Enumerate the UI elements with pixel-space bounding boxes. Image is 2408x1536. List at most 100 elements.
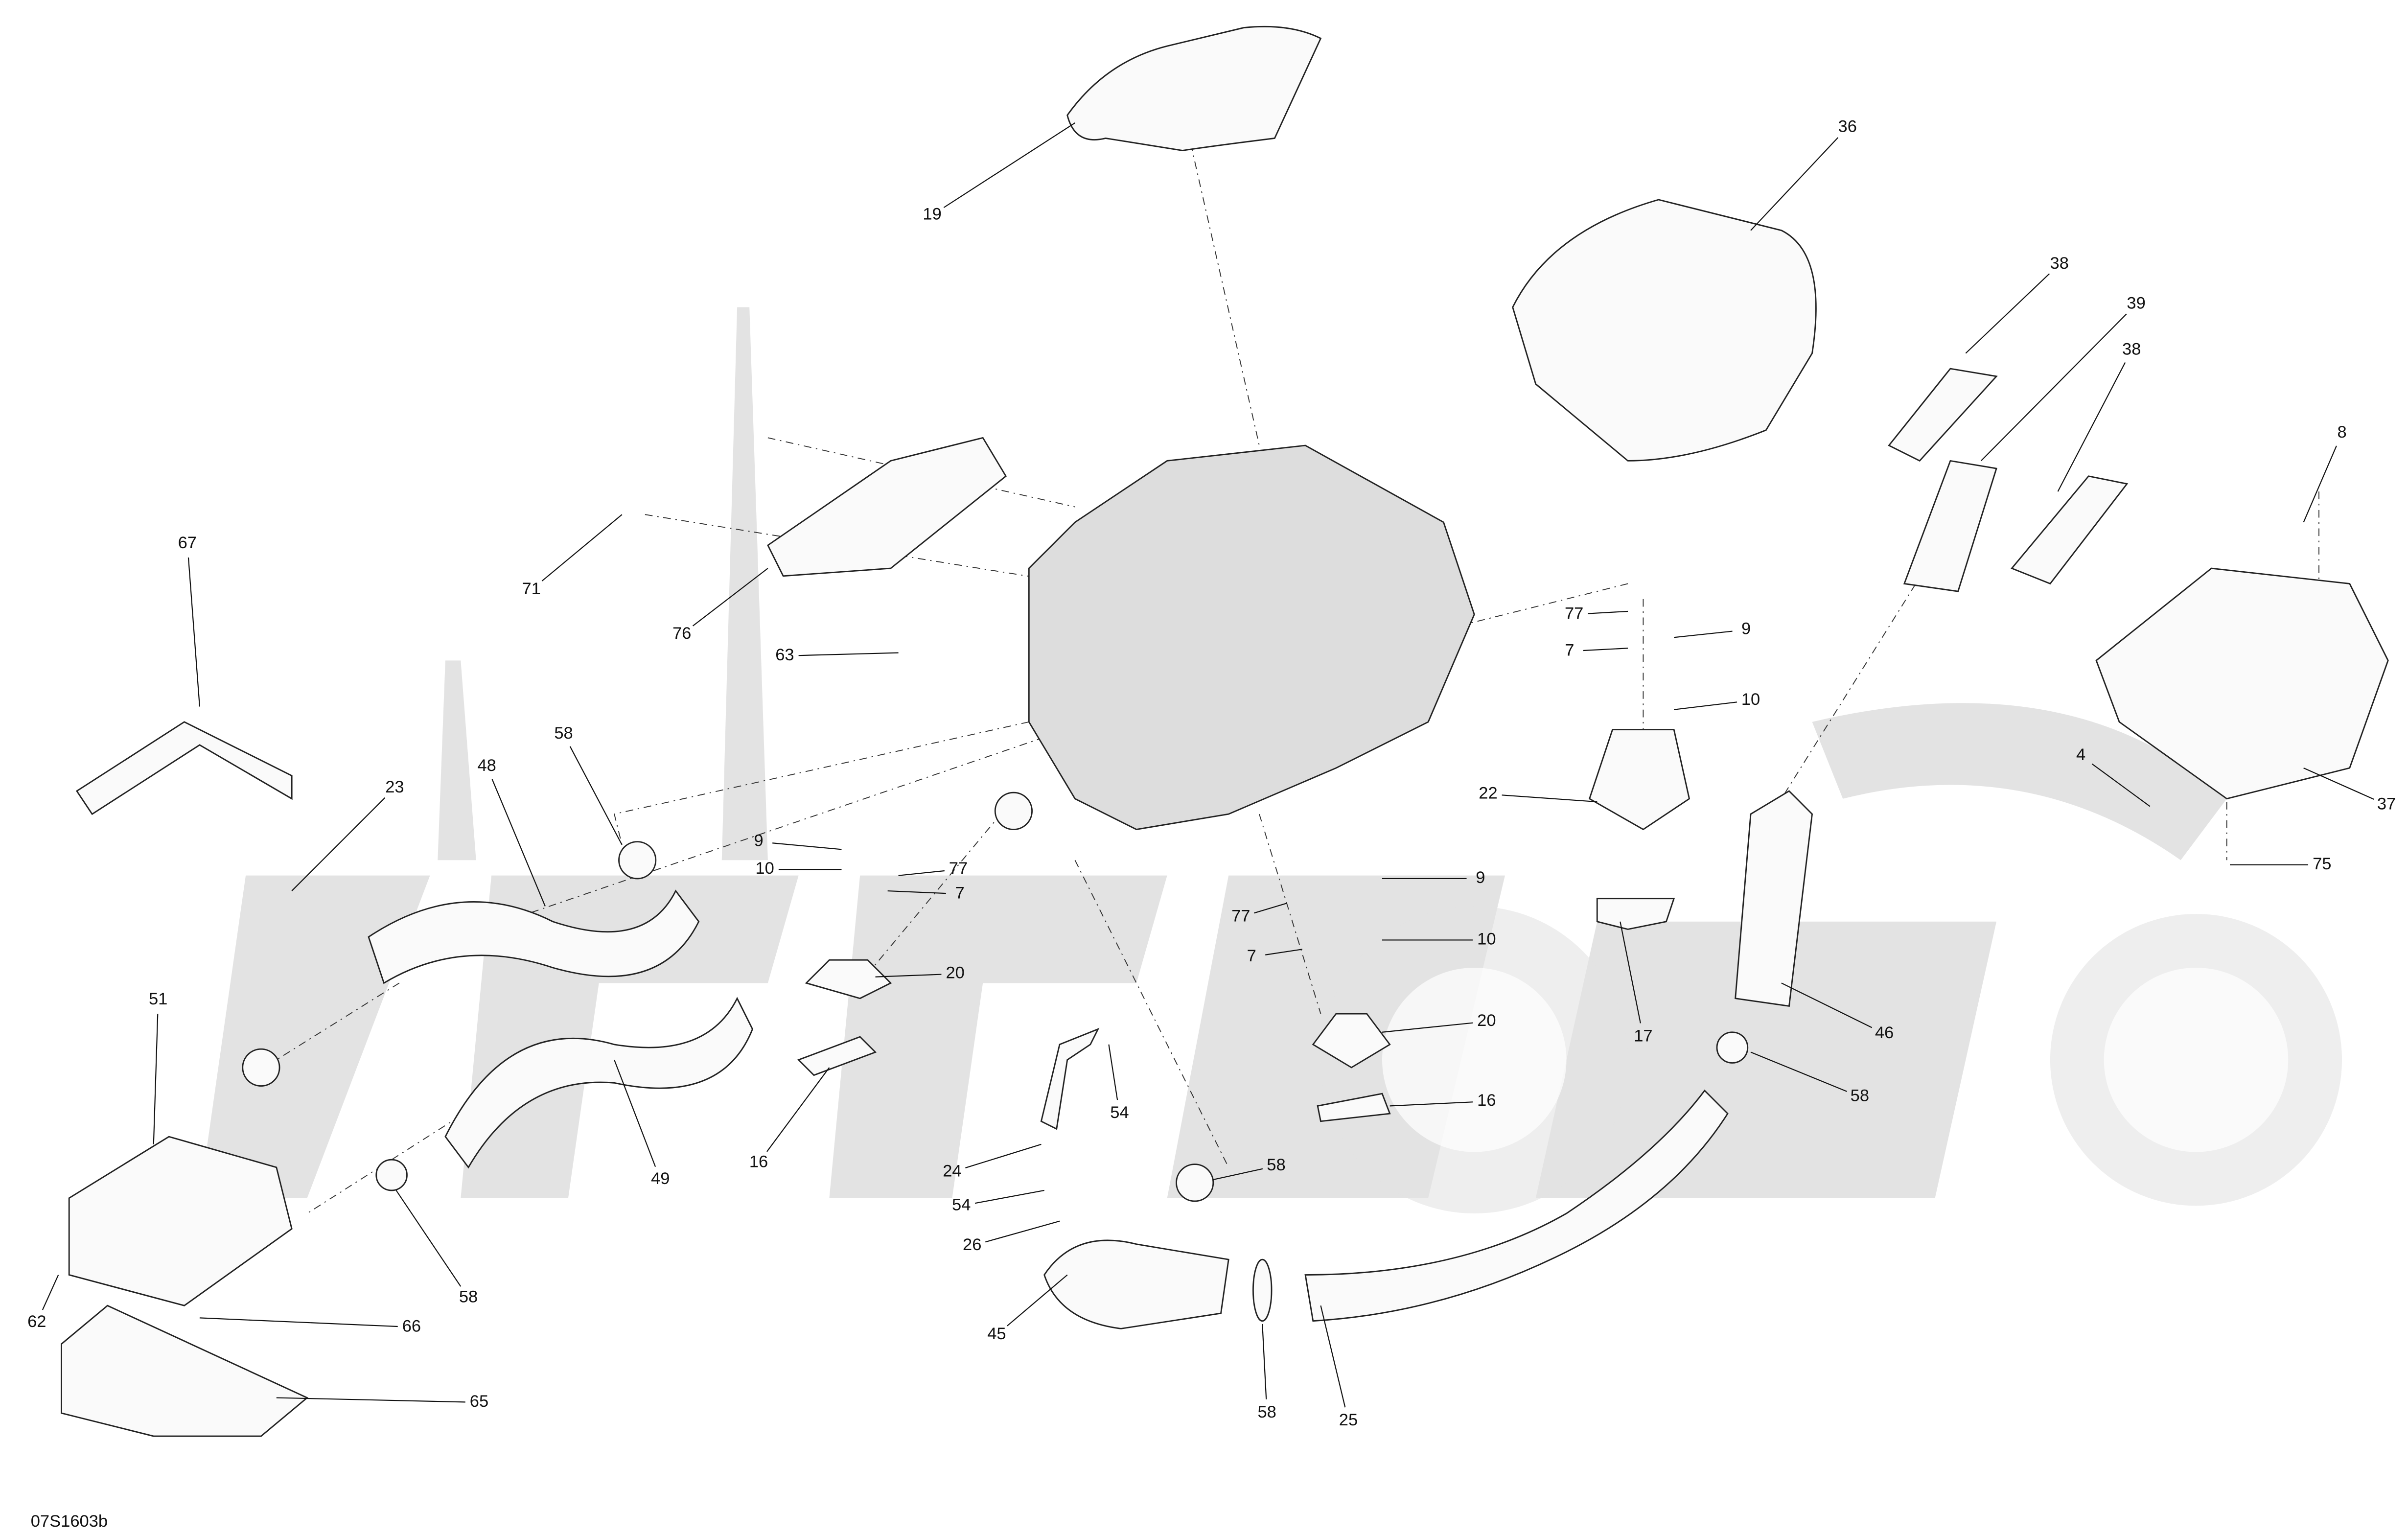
callout-10: 10	[1477, 930, 1496, 949]
leader-line	[1320, 1305, 1346, 1408]
clamp-part	[1176, 1164, 1214, 1202]
intake-tube-right-part	[2011, 475, 2129, 585]
callout-54: 54	[1110, 1103, 1129, 1122]
clamp-part	[242, 1048, 280, 1087]
clamp-part	[1716, 1031, 1749, 1064]
watermark-logo	[199, 307, 2342, 1214]
leader-line	[1583, 648, 1628, 652]
callout-16: 16	[749, 1153, 768, 1171]
intake-tube-center-part	[1903, 460, 1997, 592]
airbox-cover-part	[1512, 199, 1817, 462]
bracket-part	[75, 721, 293, 815]
callout-10: 10	[1741, 690, 1760, 709]
callout-26: 26	[963, 1235, 981, 1254]
hose-46-part	[1735, 790, 1813, 1007]
mount-20-right-part	[1312, 1013, 1391, 1069]
leader-line	[2091, 763, 2151, 807]
clamp-part	[1252, 1258, 1273, 1322]
callout-54: 54	[952, 1195, 971, 1214]
callout-48: 48	[477, 756, 496, 775]
leader-line	[1389, 1101, 1473, 1107]
leader-line	[153, 1014, 159, 1144]
callout-46: 46	[1875, 1024, 1894, 1042]
leader-line	[985, 1220, 1060, 1243]
callout-77: 77	[949, 859, 968, 878]
callout-77: 77	[1231, 907, 1250, 925]
intercooler-part	[68, 1136, 293, 1306]
callout-58: 58	[1851, 1087, 1869, 1105]
leader-line	[1382, 1022, 1473, 1033]
leader-line	[541, 514, 623, 582]
callout-8: 8	[2337, 423, 2346, 442]
clamp-part	[375, 1159, 408, 1191]
leader-line	[1254, 903, 1287, 914]
callout-16: 16	[1477, 1091, 1496, 1110]
plate-part	[61, 1304, 309, 1437]
callout-76: 76	[672, 624, 691, 643]
gasket-16-left-part	[797, 1036, 877, 1076]
callout-51: 51	[149, 990, 167, 1008]
mount-20-left-part	[805, 959, 892, 1000]
leader-line	[798, 652, 899, 656]
leader-line	[772, 842, 842, 850]
duct-45-part	[1043, 1239, 1229, 1329]
clamp-part	[994, 791, 1033, 830]
leader-line	[898, 870, 945, 876]
callout-24: 24	[943, 1162, 961, 1180]
leader-line	[1108, 1044, 1118, 1100]
parts	[61, 25, 2389, 1437]
callout-65: 65	[470, 1392, 488, 1411]
callout-37: 37	[2377, 794, 2396, 813]
leader-line	[1007, 1274, 1068, 1327]
leader-line	[2303, 767, 2374, 800]
engine-mount-22-part	[1588, 729, 1690, 831]
callout-75: 75	[2313, 855, 2331, 873]
callout-10: 10	[755, 859, 774, 878]
leader-line	[974, 1189, 1044, 1204]
callout-58: 58	[554, 724, 573, 743]
callout-20: 20	[946, 964, 964, 982]
leader-line	[2303, 445, 2337, 523]
leader-line	[965, 1143, 1042, 1168]
leader-line	[1265, 949, 1302, 955]
leader-line	[1262, 1324, 1267, 1399]
hose-49-part	[444, 997, 754, 1169]
leader-line	[692, 568, 768, 627]
callout-7: 7	[955, 884, 965, 902]
leader-line	[569, 746, 623, 845]
callout-39: 39	[2127, 294, 2145, 312]
leader-line	[1502, 794, 1598, 803]
leader-line	[1980, 313, 2127, 462]
leader-line	[1674, 630, 1733, 638]
assembly-lines	[276, 107, 2319, 1214]
callout-19: 19	[923, 205, 941, 223]
callout-22: 22	[1479, 784, 1497, 802]
callout-36: 36	[1838, 117, 1857, 136]
callout-38: 38	[2050, 254, 2069, 273]
callout-49: 49	[651, 1169, 670, 1188]
callout-45: 45	[987, 1325, 1006, 1343]
leader-line	[1781, 982, 1873, 1028]
diagram-code: 07S1603b	[31, 1512, 108, 1531]
leader-line	[1965, 273, 2050, 354]
leader-line	[42, 1275, 59, 1310]
callout-25: 25	[1339, 1411, 1358, 1429]
callout-58: 58	[1257, 1403, 1276, 1421]
callout-9: 9	[1476, 868, 1485, 887]
oil-pan-part	[2095, 567, 2389, 800]
leader-line	[875, 974, 942, 977]
callout-77: 77	[1565, 604, 1583, 623]
callout-58: 58	[459, 1288, 478, 1306]
callout-9: 9	[754, 832, 763, 850]
leader-line	[1620, 921, 1641, 1024]
callout-67: 67	[178, 534, 197, 552]
leader-line	[1750, 137, 1839, 231]
gasket-16-right-part	[1317, 1093, 1391, 1122]
throttle-body-part	[767, 437, 1007, 577]
callout-20: 20	[1477, 1011, 1496, 1030]
callout-7: 7	[1247, 947, 1256, 965]
leader-line	[1750, 1051, 1848, 1092]
callout-58: 58	[1267, 1156, 1285, 1174]
engine-cover-part	[1066, 25, 1322, 151]
